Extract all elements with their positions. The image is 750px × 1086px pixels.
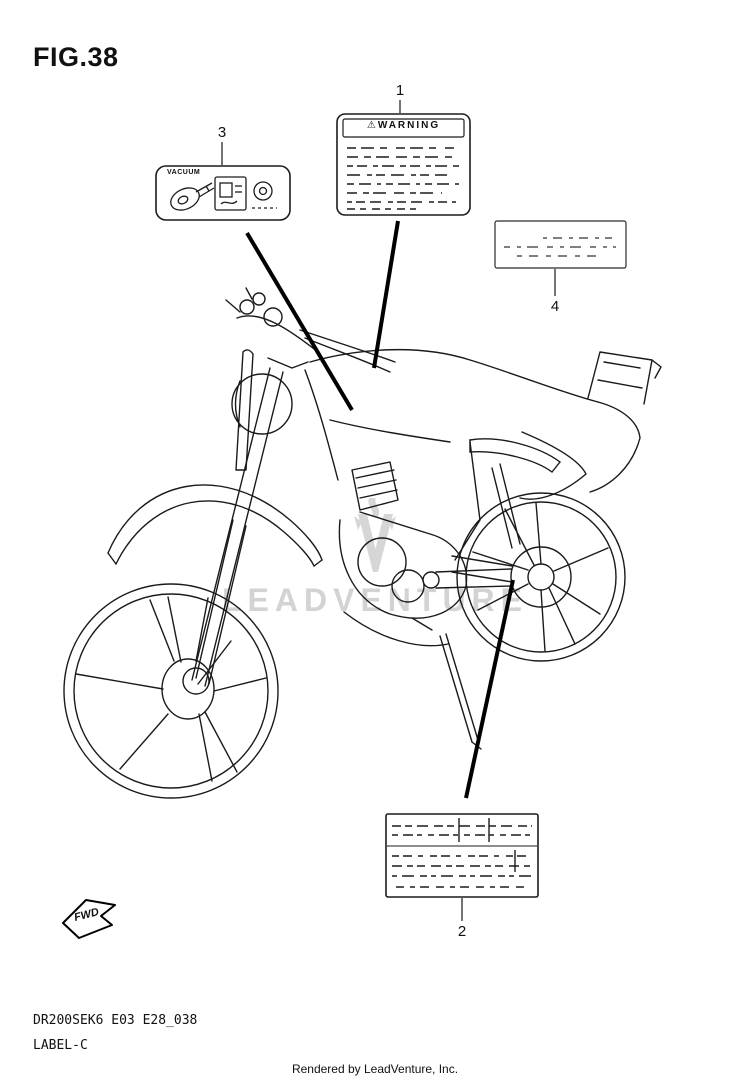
front-fork [191, 357, 309, 687]
motorcycle-line-art [63, 287, 662, 799]
frame-body [304, 348, 641, 561]
handlebar [225, 287, 396, 373]
rear-wheel [456, 492, 626, 662]
part-code: DR200SEK6 E03 E28_038 [33, 1013, 198, 1028]
callout-3[interactable]: 3 [217, 124, 227, 141]
fwd-label: FWD [72, 906, 101, 924]
kickstand [439, 633, 482, 750]
figure-name: LABEL-C [33, 1038, 88, 1053]
headlight [231, 349, 293, 471]
swingarm-chain [435, 463, 521, 589]
rear-rack [587, 351, 662, 405]
front-fender [107, 484, 323, 567]
spec-label-art [385, 813, 539, 898]
watermark-text: LEADVENTURE [221, 582, 528, 618]
figure-title: FIG.38 [33, 42, 119, 72]
callout-4[interactable]: 4 [550, 298, 560, 315]
leader-lines [221, 100, 556, 921]
rendered-by-text: Rendered by LeadVenture, Inc. [291, 1062, 459, 1076]
warning-label-title: ⚠WARNING [341, 120, 466, 131]
info-label-art [494, 220, 627, 269]
watermark-logo-icon [354, 498, 396, 572]
vacuum-label-title: VACUUM [167, 169, 201, 176]
callout-2[interactable]: 2 [457, 923, 467, 940]
warning-label-text: WARNING [377, 120, 441, 131]
callout-1[interactable]: 1 [395, 82, 405, 99]
warning-triangle-icon: ⚠ [366, 120, 376, 131]
